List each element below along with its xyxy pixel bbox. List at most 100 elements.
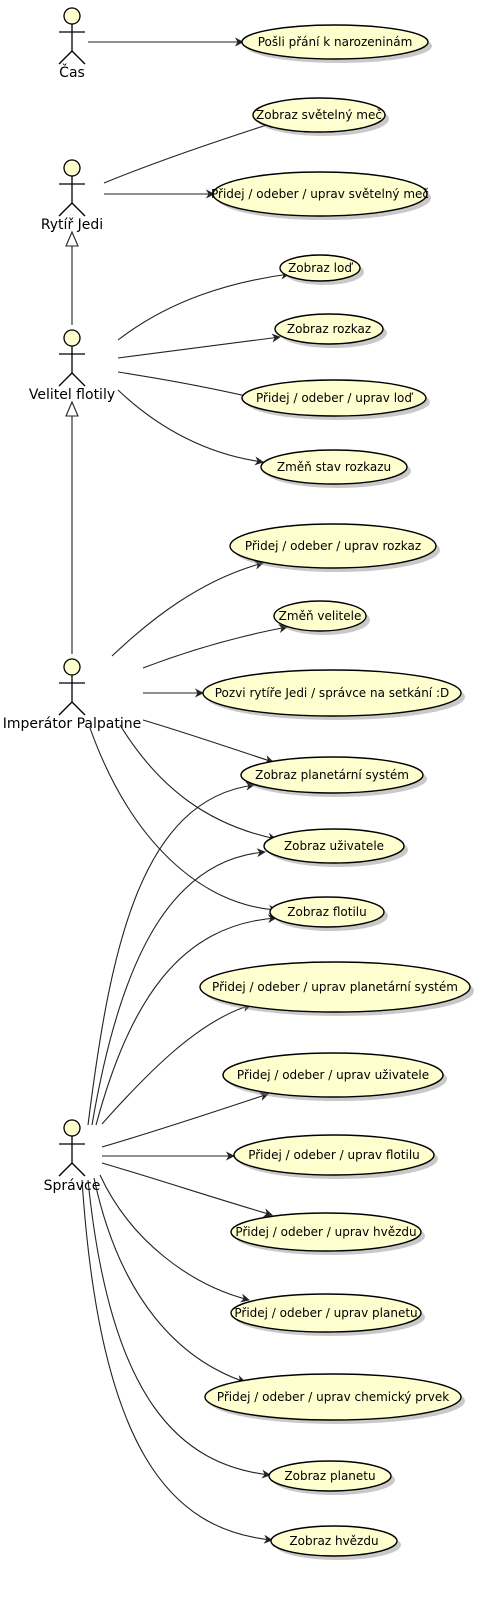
use-case-zmen-velitele[interactable]: Změň velitele [273, 600, 370, 635]
use-case-ellipse [230, 1212, 422, 1252]
use-case-ellipse [274, 313, 384, 345]
association-velitel_flotily-to-zmen_stav_rozkazu [117, 389, 264, 466]
use-case-label: Zobraz světelný meč [256, 108, 382, 122]
use-case-label: Změň velitele [279, 609, 362, 623]
use-case-label: Přidej / odeber / uprav hvězdu [235, 1225, 416, 1239]
stick-figure-icon [58, 658, 86, 716]
association-imperator-to-pridej_rozkaz [111, 560, 264, 657]
use-case-ellipse [263, 828, 405, 864]
stick-figure-icon [58, 7, 86, 65]
use-case-label: Přidej / odeber / uprav světelný meč [211, 187, 429, 201]
use-case-ellipse [240, 756, 424, 794]
use-case-pozvi-rytire[interactable]: Pozvi rytíře Jedi / správce na setkání :… [202, 669, 465, 720]
association-spravce-to-zobraz_flotilu [95, 914, 277, 1126]
association-spravce-to-zobraz_uzivatele [91, 848, 266, 1126]
actor-label: Rytíř Jedi [41, 217, 103, 233]
use-case-zobraz-uzivatele[interactable]: Zobraz uživatele [263, 828, 408, 867]
use-case-label: Zobraz uživatele [284, 839, 384, 853]
actor-cas[interactable]: Čas [58, 7, 86, 81]
use-case-label: Zobraz planetární systém [255, 768, 409, 782]
use-case-label: Přidej / odeber / uprav rozkaz [245, 539, 421, 553]
use-case-zobraz-planetarni-system[interactable]: Zobraz planetární systém [240, 756, 427, 797]
use-case-zobraz-planetu[interactable]: Zobraz planetu [268, 1460, 395, 1495]
actor-label: Správce [44, 1178, 101, 1194]
use-case-pridej-uzivatele[interactable]: Přidej / odeber / uprav uživatele [222, 1052, 447, 1101]
actor-imperator[interactable]: Imperátor Palpatine [3, 658, 141, 732]
use-case-ellipse [204, 1373, 462, 1421]
use-case-ellipse [202, 669, 462, 717]
use-case-ellipse [241, 379, 427, 417]
association-spravce-to-pridej_planetarni_system [101, 1002, 252, 1125]
actor-label: Velitel flotily [29, 387, 115, 403]
association-spravce-to-pridej_planetu [99, 1174, 250, 1303]
use-case-ellipse [199, 961, 471, 1013]
association-velitel_flotily-to-pridej_lod [117, 371, 256, 401]
use-case-ellipse [260, 449, 408, 485]
generalizations-layer [65, 230, 79, 654]
use-case-label: Přidej / odeber / uprav planetární systé… [212, 980, 458, 994]
association-velitel_flotily-to-zobraz_lod [117, 270, 290, 341]
association-velitel_flotily-to-zobraz_rozkaz [117, 333, 281, 359]
use-case-label: Přidej / odeber / uprav loď [256, 391, 413, 405]
use-case-zobraz-rozkaz[interactable]: Zobraz rozkaz [274, 313, 387, 348]
use-case-ellipse [273, 600, 367, 632]
use-case-ellipse [229, 523, 437, 569]
use-case-pridej-hvezdu[interactable]: Přidej / odeber / uprav hvězdu [230, 1212, 425, 1255]
association-rytir_jedi-to-zobraz_svetelny_mec [103, 120, 277, 184]
use-case-zmen-stav-rozkazu[interactable]: Změň stav rozkazu [260, 449, 411, 488]
association-spravce-to-zobraz_hvezdu [81, 1179, 273, 1544]
use-case-ellipse [233, 1134, 435, 1176]
use-case-label: Přidej / odeber / uprav planetu [234, 1306, 417, 1320]
association-imperator-to-zobraz_planetarni_system [142, 719, 274, 764]
use-case-pridej-rozkaz[interactable]: Přidej / odeber / uprav rozkaz [229, 523, 440, 572]
generalization-imperator-to-velitel_flotily [65, 400, 79, 654]
use-case-label: Změň stav rozkazu [277, 460, 391, 474]
use-case-zobraz-svetelny-mec[interactable]: Zobraz světelný meč [252, 97, 389, 136]
use-case-ellipse [270, 1525, 398, 1557]
use-case-pridej-chemicky-prvek[interactable]: Přidej / odeber / uprav chemický prvek [204, 1373, 465, 1424]
association-spravce-to-zobraz_planetarni_system [87, 781, 255, 1126]
use-case-pridej-lod[interactable]: Přidej / odeber / uprav loď [241, 379, 430, 420]
use-case-pridej-planetarni-system[interactable]: Přidej / odeber / uprav planetární systé… [199, 961, 474, 1016]
association-spravce-to-zobraz_planetu [87, 1179, 271, 1479]
use-case-zobraz-flotilu[interactable]: Zobraz flotilu [269, 896, 388, 931]
use-case-ellipse [241, 24, 429, 60]
use-case-zobraz-lod[interactable]: Zobraz loď [279, 254, 364, 285]
use-case-label: Přidej / odeber / uprav uživatele [237, 1068, 429, 1082]
generalization-velitel_flotily-to-rytir_jedi [65, 230, 79, 325]
generalization-arrowhead [65, 400, 79, 417]
use-case-label: Přidej / odeber / uprav chemický prvek [217, 1390, 449, 1404]
use-case-pridej-planetu[interactable]: Přidej / odeber / uprav planetu [230, 1293, 425, 1336]
use-case-zobraz-hvezdu[interactable]: Zobraz hvězdu [270, 1525, 401, 1560]
association-imperator-to-zobraz_flotilu [89, 727, 278, 914]
association-imperator-to-zmen_velitele [142, 624, 288, 669]
actor-label: Imperátor Palpatine [3, 716, 141, 732]
use-case-label: Zobraz planetu [284, 1469, 375, 1483]
association-spravce-to-pridej_uzivatele [101, 1092, 269, 1148]
actor-rytir-jedi[interactable]: Rytíř Jedi [41, 159, 103, 233]
use-case-label: Zobraz loď [288, 261, 353, 275]
generalization-arrowhead [65, 230, 79, 247]
association-imperator-to-zobraz_uzivatele [119, 724, 277, 842]
use-case-pridej-svetelny-mec[interactable]: Přidej / odeber / uprav světelný meč [211, 171, 431, 220]
use-case-ellipse [279, 254, 361, 282]
associations-layer [81, 37, 290, 1544]
association-spravce-to-pridej_hvezdu [101, 1162, 273, 1218]
use-case-label: Zobraz rozkaz [287, 322, 371, 336]
use-case-label: Pozvi rytíře Jedi / správce na setkání :… [215, 686, 449, 700]
actor-label: Čas [59, 63, 85, 81]
use-case-ellipse [212, 171, 428, 217]
use-case-posli-prani[interactable]: Pošli přání k narozeninám [241, 24, 432, 63]
stick-figure-icon [58, 159, 86, 217]
use-case-ellipse [222, 1052, 444, 1098]
use-case-pridej-flotilu[interactable]: Přidej / odeber / uprav flotilu [233, 1134, 438, 1179]
actor-spravce[interactable]: Správce [44, 1119, 101, 1194]
stick-figure-icon [58, 329, 86, 387]
use-case-ellipse [252, 97, 386, 133]
stick-figure-icon [58, 1119, 86, 1177]
actor-velitel-flotily[interactable]: Velitel flotily [29, 329, 115, 403]
use-case-ellipse [268, 1460, 392, 1492]
